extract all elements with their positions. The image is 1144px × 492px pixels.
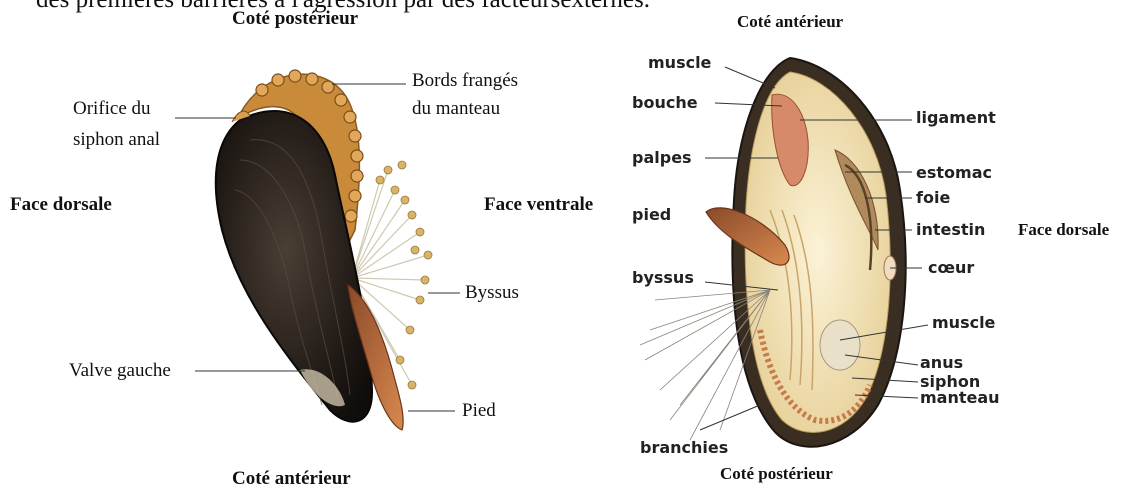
label-bords-line2: du manteau: [412, 98, 500, 120]
label-pied-right: pied: [632, 205, 671, 224]
left-mussel-illustration: [216, 70, 432, 430]
label-estomac: estomac: [916, 163, 992, 182]
label-byssus-left: Byssus: [465, 282, 519, 304]
right-bottom-label: Coté postérieur: [720, 464, 833, 484]
label-bouche: bouche: [632, 93, 698, 112]
left-side-dorsal: Face dorsale: [10, 194, 112, 216]
label-coeur: cœur: [928, 258, 974, 277]
left-side-ventral: Face ventrale: [484, 194, 593, 216]
label-manteau: manteau: [920, 388, 1000, 407]
label-branchies: branchies: [640, 438, 728, 457]
label-foie: foie: [916, 188, 950, 207]
label-orifice-line2: siphon anal: [73, 129, 160, 151]
label-intestin: intestin: [916, 220, 985, 239]
right-side-dorsal: Face dorsale: [1018, 220, 1109, 240]
label-orifice-line1: Orifice du: [73, 98, 151, 120]
label-valve: Valve gauche: [69, 360, 171, 382]
right-muscle: [820, 320, 860, 370]
label-byssus-right: byssus: [632, 268, 694, 287]
label-anus: anus: [920, 353, 963, 372]
left-bottom-label: Coté antérieur: [232, 468, 351, 490]
label-pied-left: Pied: [462, 400, 496, 422]
left-top-label: Coté postérieur: [232, 8, 358, 30]
label-muscle-top: muscle: [648, 53, 711, 72]
label-ligament: ligament: [916, 108, 996, 127]
label-muscle-bottom: muscle: [932, 313, 995, 332]
right-top-label: Coté antérieur: [737, 12, 843, 32]
right-mussel-illustration: [640, 58, 906, 447]
label-palpes: palpes: [632, 148, 692, 167]
label-bords-line1: Bords frangés: [412, 70, 518, 92]
